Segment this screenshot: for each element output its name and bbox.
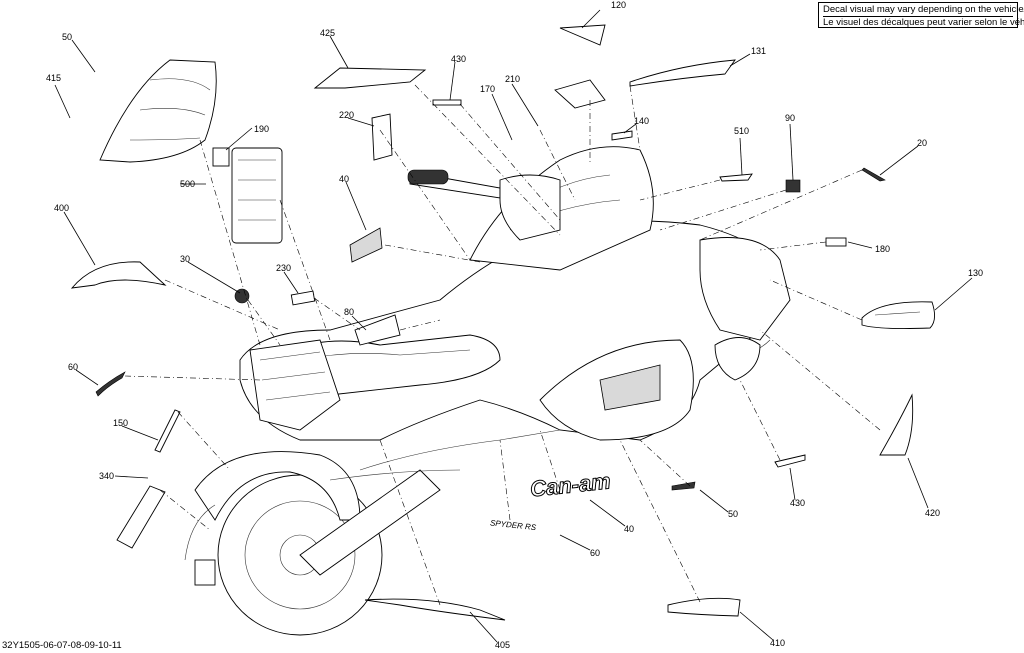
- callout-415: 415: [46, 73, 61, 83]
- callout-190: 190: [254, 124, 269, 134]
- callout-20: 20: [917, 138, 927, 148]
- callout-numbers: 120 50 425 430 210 131 415 170 220 190 1…: [46, 0, 983, 650]
- loose-parts: [70, 24, 935, 621]
- callout-340: 340: [99, 471, 114, 481]
- callout-120: 120: [611, 0, 626, 10]
- callout-60-bottom: 60: [590, 548, 600, 558]
- callout-60-left: 60: [68, 362, 78, 372]
- callout-405: 405: [495, 640, 510, 650]
- callout-90: 90: [785, 113, 795, 123]
- callout-170: 170: [480, 84, 495, 94]
- decal-note-box: Decal visual may vary depending on the v…: [818, 2, 1024, 28]
- callout-500: 500: [180, 179, 195, 189]
- callout-425: 425: [320, 28, 335, 38]
- callout-50-top: 50: [62, 32, 72, 42]
- model-logo: SPYDER RS: [490, 518, 538, 532]
- vehicle-body: [184, 146, 791, 636]
- note-french: Le visuel des décalques peut varier selo…: [823, 16, 1024, 28]
- callout-220: 220: [339, 110, 354, 120]
- callout-40-left: 40: [339, 174, 349, 184]
- callout-130: 130: [968, 268, 983, 278]
- diagram-code: 32Y1505-06-07-08-09-10-11: [2, 640, 122, 651]
- callout-430-top: 430: [451, 54, 466, 64]
- callout-400: 400: [54, 203, 69, 213]
- callout-180: 180: [875, 244, 890, 254]
- callout-210: 210: [505, 74, 520, 84]
- callout-510: 510: [734, 126, 749, 136]
- callout-430-right: 430: [790, 498, 805, 508]
- callout-80: 80: [344, 307, 354, 317]
- callout-leaders: [54, 9, 973, 643]
- callout-140: 140: [634, 116, 649, 126]
- callout-30: 30: [180, 254, 190, 264]
- callout-420: 420: [925, 508, 940, 518]
- logos: Can-am SPYDER RS: [490, 468, 613, 532]
- note-english: Decal visual may vary depending on the v…: [823, 4, 1024, 15]
- callout-230: 230: [276, 263, 291, 273]
- callout-150: 150: [113, 418, 128, 428]
- callout-131: 131: [751, 46, 766, 56]
- brand-logo: Can-am: [529, 468, 612, 501]
- callout-410: 410: [770, 638, 785, 648]
- callout-50-right: 50: [728, 509, 738, 519]
- callout-40-right: 40: [624, 524, 634, 534]
- relation-lines: [124, 84, 881, 606]
